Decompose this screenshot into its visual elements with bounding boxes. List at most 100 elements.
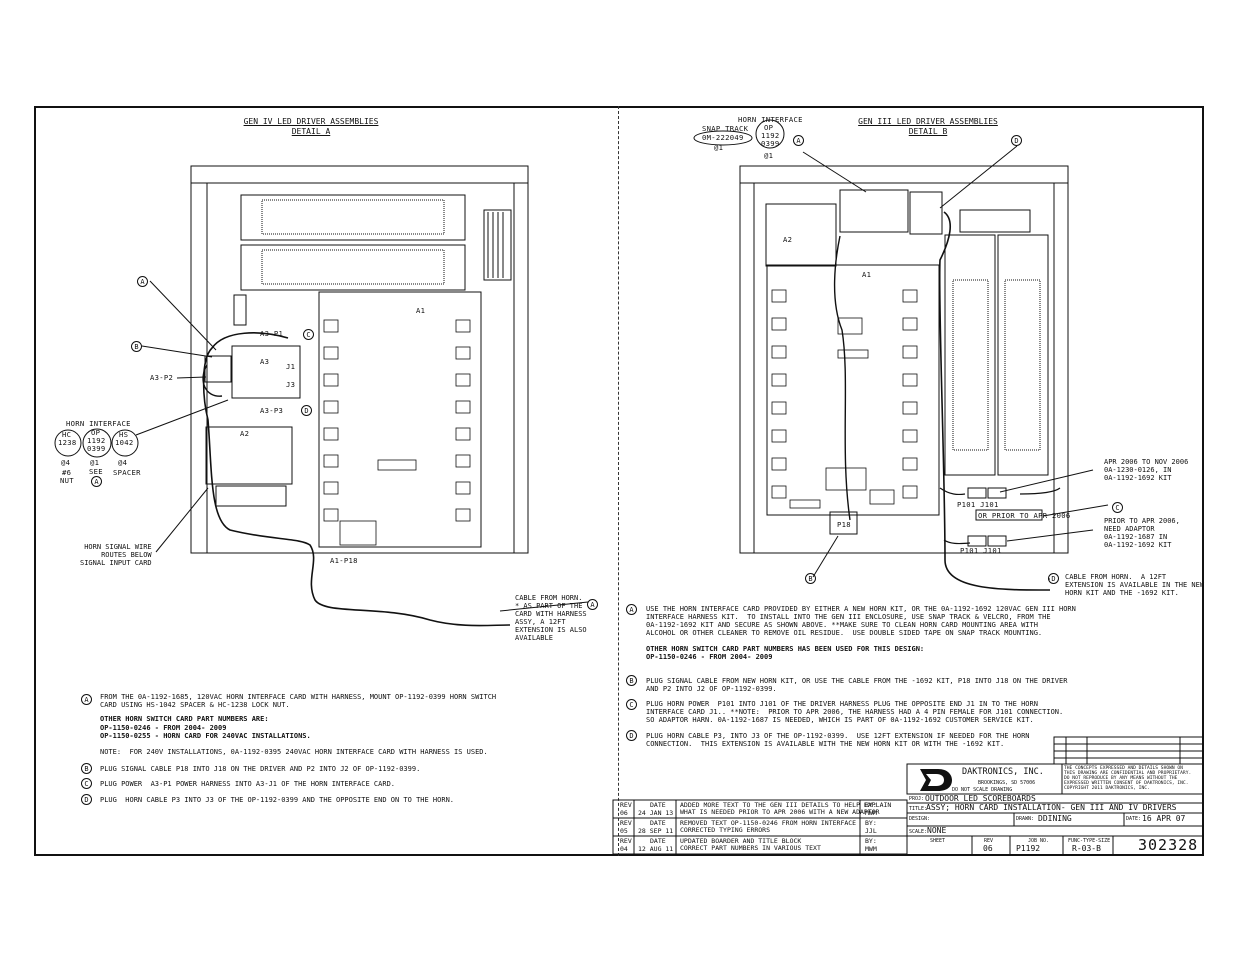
rev-desc-3: UPDATED BOARDER AND TITLE BLOCK CORRECT … <box>680 837 821 852</box>
hs-label: HS <box>119 430 129 439</box>
rev-desc-2: REMOVED TEXT OP-1150-0246 FROM HORN INTE… <box>680 819 857 834</box>
rev-header-1: REV <box>620 801 632 809</box>
a3-horn-card <box>231 345 301 399</box>
rev-col-label: REV <box>984 838 994 844</box>
marker-a-left: A <box>137 276 148 287</box>
apr-2006-note: APR 2006 TO NOV 2006 0A-1230-0126, IN 0A… <box>1104 458 1189 482</box>
rev-header-2: REV <box>620 819 632 827</box>
nut-label-1: #6 <box>62 468 72 477</box>
note-a-right: USE THE HORN INTERFACE CARD PROVIDED BY … <box>646 605 1076 637</box>
rev-date-3: 12 AUG 11 <box>638 845 674 853</box>
gen4-enclosure-top <box>190 165 529 184</box>
note-a-right-other-title: OTHER HORN SWITCH CARD PART NUMBERS HAS … <box>646 645 925 653</box>
label-a3-p3: A3-P3 <box>260 406 284 415</box>
label-a3-p2: A3-P2 <box>150 373 174 382</box>
gen4-title: GEN IV LED DRIVER ASSEMBLIES <box>243 117 379 126</box>
rev-by-3: MWM <box>865 845 877 853</box>
gen3-enclosure-top <box>739 165 1069 184</box>
gen3-label-a1: A1 <box>862 270 872 279</box>
company-city: BROOKINGS, SD 57006 <box>978 780 1036 786</box>
qty-hs: @4 <box>118 458 128 467</box>
op-number-1: 1192 <box>87 436 106 445</box>
date-label: DATE: <box>1126 816 1142 822</box>
power-supply-2 <box>240 244 466 291</box>
project-name: OUTDOOR LED SCOREBOARDS <box>925 794 1036 803</box>
power-supply-1 <box>240 194 466 241</box>
note-a-marker-right: A <box>626 604 637 615</box>
label-a2: A2 <box>240 429 250 438</box>
p101-j101-lower: P101 J101 <box>960 546 1002 555</box>
gen3-subtitle: DETAIL B <box>908 127 948 136</box>
func-label: FUNC-TYPE-SIZE <box>1068 838 1111 844</box>
note-d-marker-right: D <box>626 730 637 741</box>
qty-op: @1 <box>90 458 100 467</box>
note-b-left: PLUG SIGNAL CABLE P18 INTO J18 ON THE DR… <box>100 765 421 773</box>
note-c-marker-right: C <box>626 699 637 710</box>
snap-track-number: 0M-222049 <box>702 133 744 142</box>
note-a-other-2: OP-1150-0255 - HORN CARD FOR 240VAC INST… <box>100 732 311 740</box>
gen4-cable-note: CABLE FROM HORN. * AS PART OF THE CARD W… <box>515 594 587 642</box>
drawing-date: 16 APR 07 <box>1142 814 1186 823</box>
gen3-op-qty: @1 <box>764 151 774 160</box>
snap-track-label: SNAP TRACK <box>702 124 749 133</box>
note-d-left: PLUG HORN CABLE P3 INTO J3 OF THE OP-119… <box>100 796 455 804</box>
note-d-right: PLUG HORN CABLE P3, INTO J3 OF THE OP-11… <box>646 732 1030 748</box>
gen3-cable-note: CABLE FROM HORN. A 12FT EXTENSION IS AVA… <box>1065 573 1205 597</box>
transformer <box>483 209 512 281</box>
marker-a-cable: A <box>587 599 598 610</box>
gen3-power-2 <box>997 234 1049 476</box>
by-header-2: BY: <box>865 819 877 827</box>
hc-number: 1238 <box>58 438 77 447</box>
drawing-number: 302328 <box>1138 836 1199 854</box>
gen4-driver-card <box>318 291 482 548</box>
date-header-1: DATE <box>650 801 666 809</box>
note-b-marker-left: B <box>81 763 92 774</box>
rev-2: 05 <box>620 827 628 835</box>
marker-b-right: B <box>805 573 816 584</box>
label-j1: J1 <box>286 362 296 371</box>
job-label: JOB NO. <box>1028 838 1050 844</box>
gen3-op-label: OP <box>764 123 774 132</box>
or-prior-box <box>975 509 1043 521</box>
rev-by-2: JJL <box>865 827 877 835</box>
design-label: DESIGN: <box>909 816 931 822</box>
rev-1: 06 <box>620 809 628 817</box>
label-j3: J3 <box>286 380 296 389</box>
marker-d-cable: D <box>1048 573 1059 584</box>
gen3-driver-card <box>766 264 940 516</box>
a2-signal-card <box>205 426 293 485</box>
rev-desc-1: ADDED MORE TEXT TO THE GEN III DETAILS T… <box>680 801 892 816</box>
label-a3-p1: A3-P1 <box>260 329 284 338</box>
proj-label: PROJ: <box>909 796 925 802</box>
gen3-op-number-2: 0399 <box>761 139 780 148</box>
note-a-marker-left: A <box>81 694 92 705</box>
hc-label: HC <box>62 430 72 439</box>
rev-3: 04 <box>620 845 628 853</box>
marker-d-right: D <box>1011 135 1022 146</box>
gen3-label-p18: P18 <box>837 520 851 529</box>
marker-c-right: C <box>1112 502 1123 513</box>
by-header-3: BY: <box>865 837 877 845</box>
gen3-power-1 <box>944 234 996 476</box>
note-c-marker-left: C <box>81 778 92 789</box>
qty-hc: @4 <box>61 458 71 467</box>
date-header-2: DATE <box>650 819 666 827</box>
marker-a-right: A <box>793 135 804 146</box>
drawing-title: ASSY; HORN CARD INSTALLATION- GEN III AN… <box>926 803 1177 812</box>
label-a3: A3 <box>260 357 270 366</box>
title-rev: 06 <box>983 844 993 853</box>
company-name: DAKTRONICS, INC. <box>962 767 1044 777</box>
do-not-scale: DO NOT SCALE DRAWING <box>952 787 1013 793</box>
nut-label-2: NUT <box>60 476 74 485</box>
note-c-right: PLUG HORN POWER P101 INTO J101 OF THE DR… <box>646 700 1064 724</box>
note-a-right-other-1: OP-1150-0246 - FROM 2004- 2009 <box>646 653 773 661</box>
note-a-other-title: OTHER HORN SWITCH CARD PART NUMBERS ARE: <box>100 715 269 723</box>
note-d-marker-left: D <box>81 794 92 805</box>
date-header-3: DATE <box>650 837 666 845</box>
drawing-frame <box>34 106 1204 856</box>
gen4-enclosure <box>190 182 529 554</box>
note-a-other-1: OP-1150-0246 - FROM 2004- 2009 <box>100 724 227 732</box>
title-label: TITLE: <box>909 806 928 812</box>
or-prior-label: OR PRIOR TO APR 2006 <box>978 511 1071 520</box>
